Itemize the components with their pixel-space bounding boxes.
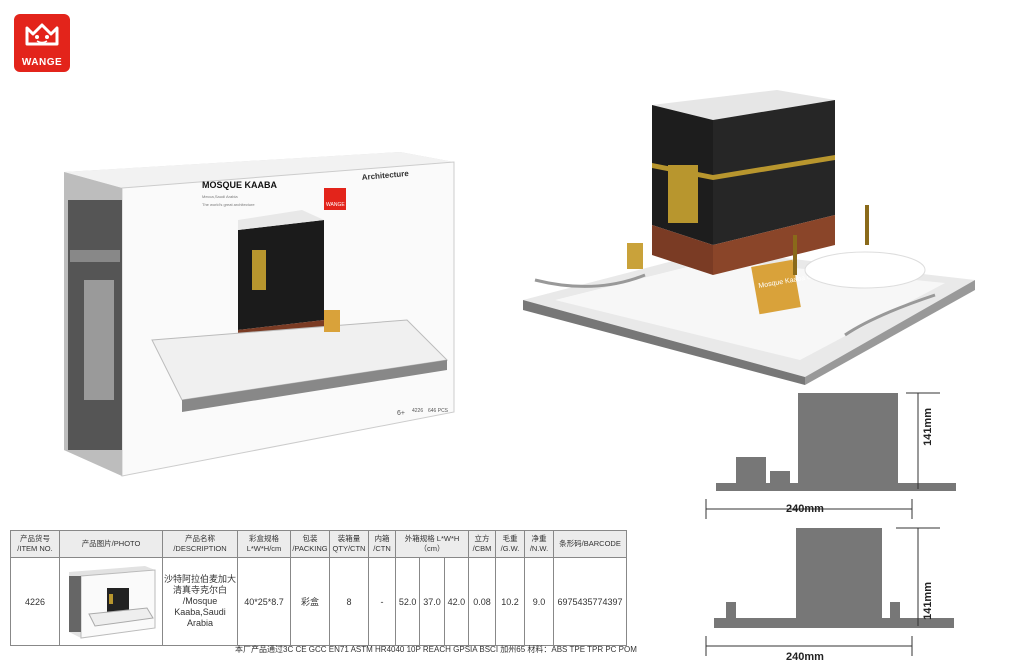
box-series: Architecture [361,169,409,182]
box-item: 4226 [412,408,423,414]
cell-barcode: 6975435774397 [553,557,627,646]
box-line2: The world's great architecture [202,202,255,207]
cell-description: 沙特阿拉伯麦加大清真寺克尔白 /Mosque Kaaba,Saudi Arabi… [162,557,238,646]
wange-logo: WANGE [14,14,70,72]
product-box-image: MOSQUE KAABA Mecca,Saudi Arabia The worl… [64,152,455,477]
col-packing: 包装 /PACKING [290,530,330,558]
width-label-bottom: 240mm [786,651,824,663]
width-label-top: 240mm [786,503,824,515]
spec-data-row: 4226 沙特阿拉伯麦加大清真寺克尔白 /Mosque Kaaba,Saudi … [10,557,627,646]
height-label-bottom: 141mm [922,582,934,620]
cell-outer-l: 52.0 [394,557,421,646]
cell-qty: 8 [329,557,369,646]
crown-icon [25,23,59,46]
col-box-size: 彩盒规格 L*W*H/cm [237,530,291,558]
logo-brand-text: WANGE [21,57,63,68]
height-label-top: 141mm [922,408,934,446]
product-thumbnail [69,565,156,639]
col-qty: 装箱量 QTY/CTN [329,530,369,558]
col-cbm: 立方 /CBM [468,530,496,558]
spec-table: 产品货号 /ITEM NO. 产品图片/PHOTO 产品名称 /DESCRIPT… [10,530,627,646]
col-description: 产品名称 /DESCRIPTION [162,530,238,558]
cell-packing: 彩盒 [290,557,330,646]
box-brand: WANGE [326,202,345,208]
dimension-diagram-top [705,392,956,519]
col-barcode: 条形码/BARCODE [553,530,627,558]
dimension-diagram-bottom [705,527,954,656]
cell-outer-h: 42.0 [443,557,470,646]
cell-item: 4226 [10,557,60,646]
col-item-no: 产品货号 /ITEM NO. [10,530,60,558]
cell-outer-w: 37.0 [419,557,445,646]
assembled-model-image: Mosque Kaaba of Mecca [523,90,975,385]
col-gw: 毛重 /G.W. [495,530,525,558]
box-title: MOSQUE KAABA [202,180,278,190]
cell-nw: 9.0 [524,557,554,646]
col-outer-size: 外箱规格 L*W*H（cm） [395,530,469,558]
col-nw: 净重 /N.W. [524,530,554,558]
spec-header-row: 产品货号 /ITEM NO. 产品图片/PHOTO 产品名称 /DESCRIPT… [10,530,627,558]
col-photo: 产品图片/PHOTO [59,530,163,558]
box-line1: Mecca,Saudi Arabia [202,194,238,199]
cell-photo [59,557,163,646]
box-pcs: 646 PCS [428,408,449,414]
certification-footnote: 本厂产品通过3C CE GCC EN71 ASTM HR4040 10P REA… [235,645,637,654]
cell-box-size: 40*25*8.7 [237,557,291,646]
cell-gw: 10.2 [495,557,525,646]
box-age: 6+ [397,410,405,417]
cell-inner: - [368,557,396,646]
col-inner: 内箱 /CTN [368,530,396,558]
cell-cbm: 0.08 [468,557,496,646]
